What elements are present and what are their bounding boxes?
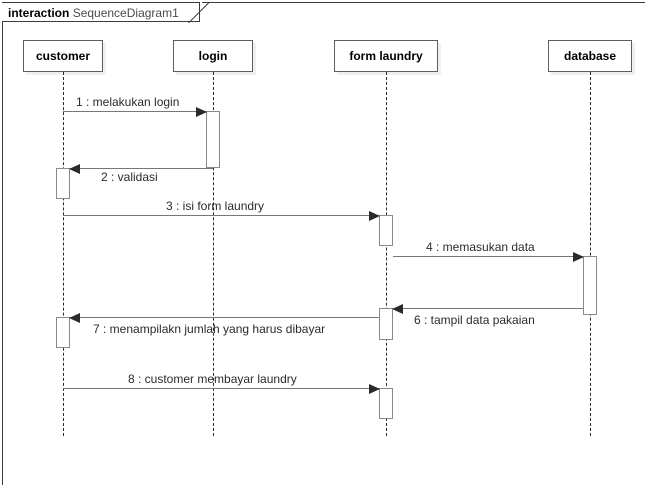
frame-name: SequenceDiagram1 [72,6,179,20]
arrowhead-right-icon [196,107,207,117]
activation-bar-customer[interactable] [56,168,70,199]
lifeline-line-form_laundry[interactable] [386,72,387,436]
message-label-msg-3[interactable]: 3 : isi form laundry [166,199,265,213]
lifeline-line-database[interactable] [590,72,591,436]
activation-bar-form_laundry[interactable] [379,388,393,419]
lifeline-line-login[interactable] [213,72,214,436]
lifeline-label: database [563,49,617,63]
message-arrow-msg-1[interactable] [63,107,207,117]
frame-tab-notch [188,2,210,23]
interaction-frame-tab[interactable]: interaction SequenceDiagram1 [2,2,200,22]
arrowhead-right-icon [573,252,584,262]
lifeline-head-login[interactable]: login [173,40,253,72]
message-label-msg-8[interactable]: 8 : customer membayar laundry [128,372,297,386]
lifeline-head-customer[interactable]: customer [23,40,103,72]
message-arrow-msg-8[interactable] [63,384,380,394]
message-label-msg-1[interactable]: 1 : melakukan login [76,95,180,109]
arrowhead-right-icon [369,384,380,394]
arrowhead-left-icon [392,304,403,314]
lifeline-label: login [198,49,228,63]
lifeline-head-database[interactable]: database [548,40,632,72]
message-label-msg-7[interactable]: 7 : menampilakn jumlah yang harus dibaya… [93,322,326,336]
lifeline-label: customer [35,49,91,63]
message-label-msg-6[interactable]: 6 : tampil data pakaian [414,313,535,327]
activation-bar-database[interactable] [583,256,597,315]
lifeline-label: form laundry [349,49,423,63]
activation-bar-form_laundry[interactable] [379,308,393,340]
activation-bar-customer[interactable] [56,317,70,348]
message-label-msg-2[interactable]: 2 : validasi [101,170,158,184]
frame-tab-label: interaction SequenceDiagram1 [8,6,179,21]
message-label-msg-4[interactable]: 4 : memasukan data [426,240,535,254]
activation-bar-form_laundry[interactable] [379,215,393,246]
arrowhead-left-icon [69,164,80,174]
lifeline-line-customer[interactable] [63,72,64,436]
message-arrow-msg-7[interactable] [69,313,379,323]
frame-keyword: interaction [8,6,73,20]
frame-top-edge [202,2,645,3]
arrowhead-left-icon [69,313,80,323]
arrowhead-right-icon [369,211,380,221]
message-arrow-msg-4[interactable] [393,252,584,262]
lifeline-head-form_laundry[interactable]: form laundry [334,40,438,72]
message-arrow-msg-3[interactable] [63,211,380,221]
message-arrow-msg-2[interactable] [69,164,213,174]
activation-bar-login[interactable] [206,111,220,168]
message-arrow-msg-6[interactable] [392,304,583,314]
